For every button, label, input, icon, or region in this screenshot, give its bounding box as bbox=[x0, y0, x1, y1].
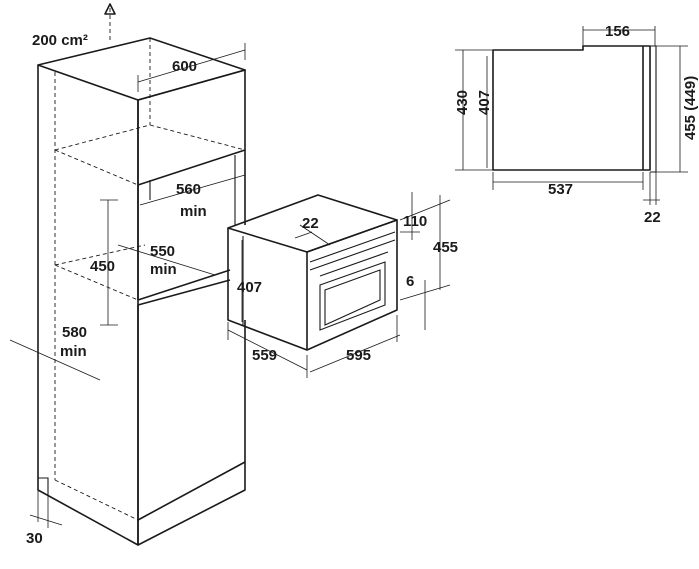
vent-area-label: 200 cm² bbox=[32, 32, 88, 49]
cabinet-depth-label: 580 bbox=[62, 324, 87, 341]
side-view bbox=[492, 45, 657, 173]
plinth-label: 30 bbox=[26, 530, 43, 547]
side-top-depth-label: 156 bbox=[605, 23, 630, 40]
cabinet-dimension-lines bbox=[9, 43, 246, 528]
niche-depth-note: min bbox=[150, 261, 177, 278]
oven-front-offset-label: 22 bbox=[302, 215, 319, 232]
oven-dimension-lines bbox=[227, 192, 451, 378]
niche-width-label: 560 bbox=[176, 181, 201, 198]
niche-height-label: 450 bbox=[90, 258, 115, 275]
niche-depth-label: 550 bbox=[150, 243, 175, 260]
oven-top-gap-label: 110 bbox=[403, 213, 427, 230]
side-body-depth-label: 537 bbox=[548, 181, 573, 198]
side-outer-height-label: 430 bbox=[454, 90, 471, 115]
side-inner-height-label: 407 bbox=[476, 90, 493, 115]
tall-cabinet bbox=[37, 3, 246, 546]
side-front-height-label: 455 (449) bbox=[682, 76, 699, 140]
cabinet-depth-note: min bbox=[60, 343, 87, 360]
cabinet-width-label: 600 bbox=[172, 58, 197, 75]
oven-depth-label: 559 bbox=[252, 347, 277, 364]
niche-width-note: min bbox=[180, 203, 207, 220]
side-view-dimension-lines bbox=[455, 26, 688, 205]
oven bbox=[227, 194, 398, 351]
oven-width-label: 595 bbox=[346, 347, 371, 364]
oven-bottom-gap-label: 6 bbox=[406, 273, 414, 290]
oven-body-height-label: 407 bbox=[237, 279, 262, 296]
oven-total-height-label: 455 bbox=[433, 239, 458, 256]
side-front-thickness-label: 22 bbox=[644, 209, 661, 226]
